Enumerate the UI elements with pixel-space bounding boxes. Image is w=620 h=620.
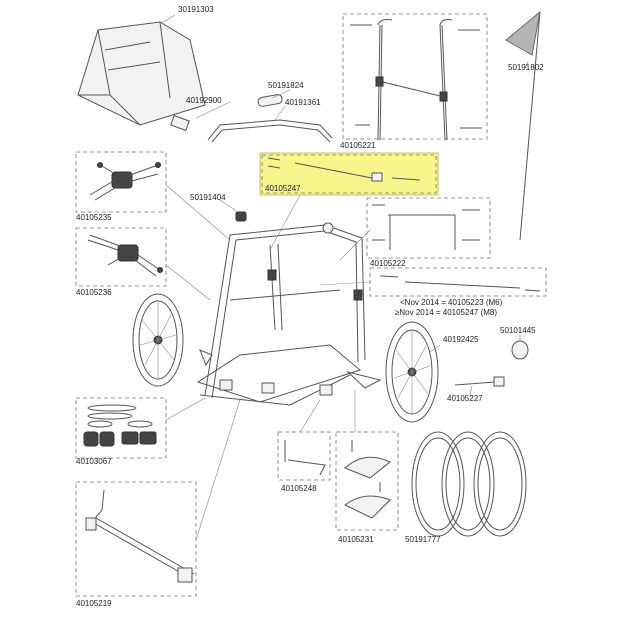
frame-knob-part <box>219 199 247 222</box>
highlighted-axle-kit <box>259 152 439 196</box>
canopy-part <box>77 14 206 126</box>
hitch-front-part <box>75 151 167 213</box>
right-wheel <box>385 321 441 423</box>
label-tires: 50191777 <box>405 535 441 544</box>
label-cross-frame: 40105222 <box>370 259 406 268</box>
label-wheel: 40192425 <box>443 335 479 344</box>
cross-frame-group <box>366 197 491 259</box>
left-wheel <box>132 293 184 387</box>
label-axle-kit: 40105247 <box>265 184 301 193</box>
label-hitch-front: 40105235 <box>76 213 112 222</box>
bracket-part <box>277 431 331 481</box>
wheel-guard-part <box>335 431 399 531</box>
label-reflectors: 40103067 <box>76 457 112 466</box>
tow-bar-part <box>75 481 197 597</box>
label-handle-grip: 40191361 <box>285 98 321 107</box>
hub-cap-part <box>511 334 529 360</box>
label-flag: 50191802 <box>508 63 544 72</box>
label-wheel-guard: 40105231 <box>338 535 374 544</box>
label-canopy: 30191303 <box>178 5 214 14</box>
chassis-frame <box>196 222 382 406</box>
flag-part <box>505 10 541 241</box>
label-wheel-axle: 40105227 <box>447 394 483 403</box>
long-axle-part <box>369 267 547 297</box>
handle-bar-part <box>170 89 333 143</box>
label-upper-frame: 40105221 <box>340 141 376 150</box>
label-handle-bar: 50191824 <box>268 81 304 90</box>
label-hitch-rear: 40105236 <box>76 288 112 297</box>
label-frame-knob: 50191404 <box>190 193 226 202</box>
label-bracket: 40105248 <box>281 484 317 493</box>
label-tow-bar: 40105219 <box>76 599 112 608</box>
tires-part <box>411 431 527 537</box>
label-axle-note-2: ≥Nov 2014 = 40105247 (M8) <box>395 308 497 317</box>
wheel-axle-part <box>454 376 505 396</box>
reflectors-group <box>75 397 167 459</box>
label-handle-clip: 40192900 <box>186 96 222 105</box>
hitch-rear-part <box>75 227 167 287</box>
upper-frame-group <box>342 13 488 141</box>
label-axle-note-1: <Nov 2014 = 40105223 (M6) <box>400 298 503 307</box>
leader-lines <box>165 184 371 541</box>
label-hub-cap: 50101445 <box>500 326 536 335</box>
